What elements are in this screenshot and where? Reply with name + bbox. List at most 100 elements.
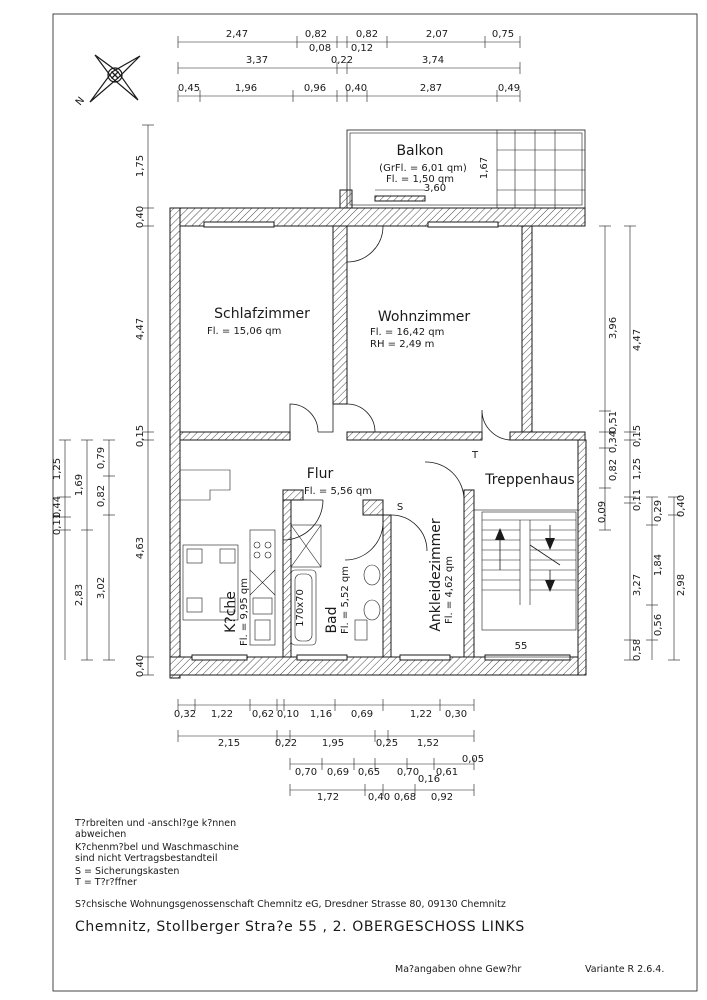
dim-top-9: 0,22: [331, 55, 353, 66]
dim-right-9: 0,11: [632, 489, 643, 511]
dim-right-12: 0,29: [653, 500, 664, 522]
dim-bottom-5: 1,16: [310, 709, 332, 720]
dim-top-4: 2,07: [426, 29, 448, 40]
dim-right-13: 1,84: [653, 554, 664, 576]
dim-bottom-7: 1,22: [410, 709, 432, 720]
notes: T?rbreiten und -anschl?ge k?nnen abweich…: [74, 818, 239, 888]
dim-right-2: 0,51: [608, 411, 619, 433]
dim-top-15: 2,87: [420, 83, 442, 94]
variant-label: Variante R 2.6.4.: [585, 964, 664, 975]
bath-fixtures: 170x70 S: [290, 502, 403, 646]
dim-bottom-17: 0,65: [358, 767, 380, 778]
dim-top-3: 0,82: [356, 29, 378, 40]
dim-top-14: 0,40: [345, 83, 367, 94]
dim-right-6: 4,47: [632, 329, 643, 351]
dim-top-16: 0,49: [498, 83, 520, 94]
wohnzimmer-area: Fl. = 16,42 qm: [370, 327, 444, 338]
dim-bottom-2: 1,22: [211, 709, 233, 720]
dim-bottom-19: 0,61: [436, 767, 458, 778]
dim-top-13: 0,96: [304, 83, 326, 94]
kueche-area: Fl. = 9,95 qm: [239, 578, 250, 646]
dim-right-11: 0,58: [632, 639, 643, 661]
dim-bottom-16: 0,69: [327, 767, 349, 778]
note-line-2: abweichen: [75, 829, 126, 840]
note-line-4: sind nicht Vertragsbestandteil: [75, 853, 218, 864]
compass-north-label: N: [74, 95, 87, 108]
wohnzimmer-label: Wohnzimmer: [378, 309, 470, 325]
bad-label: Bad: [324, 606, 340, 633]
dim-bottom-1: 0,32: [174, 709, 196, 720]
dim-top-11: 0,45: [178, 83, 200, 94]
company-line: S?chsische Wohnungsgenossenschaft Chemni…: [75, 899, 506, 910]
dim-left-6: 0,40: [135, 655, 146, 677]
dim-bottom-15: 0,70: [295, 767, 317, 778]
dim-left-14: 3,02: [96, 577, 107, 599]
dim-bottom-23: 0,68: [394, 792, 416, 803]
dim-right-4: 0,82: [608, 459, 619, 481]
dim-left-3: 4,47: [135, 318, 146, 340]
balkon-width: 3,60: [424, 183, 446, 194]
dimensions-bottom: 0,32 1,22 0,62 0,10 1,16 0,69 1,22 0,30 …: [174, 699, 484, 803]
dim-bottom-22: 0,40: [368, 792, 390, 803]
dim-right-16: 2,98: [676, 574, 687, 596]
dim-right-14: 0,56: [653, 614, 664, 636]
disclaimer: Ma?angaben ohne Gew?hr: [395, 964, 521, 975]
dimensions-right: 3,96 0,51 0,34 0,82 0,09 4,47 0,15 1,25 …: [597, 225, 687, 661]
flur-label: Flur: [307, 466, 334, 482]
flur-area: Fl. = 5,56 qm: [304, 486, 372, 497]
dim-top-5: 0,75: [492, 29, 514, 40]
dim-right-3: 0,34: [608, 431, 619, 453]
dim-bottom-12: 0,25: [376, 738, 398, 749]
compass-icon: N: [74, 54, 141, 108]
dim-right-10: 3,27: [632, 574, 643, 596]
dim-bottom-4: 0,10: [277, 709, 299, 720]
ankleidezimmer-area: Fl. = 4,62 qm: [444, 556, 455, 624]
dim-right-5: 0,09: [597, 501, 608, 523]
schlafzimmer-label: Schlafzimmer: [214, 306, 310, 322]
dim-bottom-24: 0,92: [431, 792, 453, 803]
dim-bottom-3: 0,62: [252, 709, 274, 720]
dim-bottom-9: 2,15: [218, 738, 240, 749]
dim-right-7: 0,15: [632, 425, 643, 447]
dim-left-5: 4,63: [135, 537, 146, 559]
dim-top-10: 3,74: [422, 55, 444, 66]
note-line-5: S = Sicherungskasten: [75, 866, 179, 877]
page-frame: [52, 13, 698, 992]
kueche-label: K?che: [223, 591, 239, 633]
dim-right-8: 1,25: [632, 458, 643, 480]
tub-size-label: 170x70: [295, 589, 306, 627]
dim-right-15: 0,40: [676, 495, 687, 517]
dim-bottom-8: 0,30: [445, 709, 467, 720]
ankleidezimmer-label: Ankleidezimmer: [428, 518, 444, 632]
dim-left-4: 0,15: [135, 425, 146, 447]
address-title: Chemnitz, Stollberger Stra?e 55 , 2. OBE…: [75, 919, 525, 935]
dim-left-1: 1,75: [135, 155, 146, 177]
kitchen-furniture: [180, 469, 276, 646]
dim-bottom-6: 0,69: [351, 709, 373, 720]
dim-top-2: 0,82: [305, 29, 327, 40]
wohnzimmer-height: RH = 2,49 m: [370, 339, 434, 350]
dim-left-11: 2,83: [74, 584, 85, 606]
balkon-fl: Fl. = 1,50 qm: [386, 174, 454, 185]
balkon-depth: 1,67: [479, 157, 490, 179]
bad-area: Fl. = 5,52 qm: [340, 566, 351, 634]
dim-bottom-18: 0,70: [397, 767, 419, 778]
dim-bottom-14: 0,05: [462, 754, 484, 765]
balcony: Balkon (GrFl. = 6,01 qm) Fl. = 1,50 qm 3…: [346, 129, 586, 209]
balkon-grfl: (GrFl. = 6,01 qm): [379, 163, 467, 174]
dim-left-8: 0,44: [52, 496, 63, 518]
dim-bottom-11: 1,95: [322, 738, 344, 749]
dim-top-8: 3,37: [246, 55, 268, 66]
stairwell: 55 T: [471, 450, 579, 658]
dim-bottom-10: 0,22: [275, 738, 297, 749]
dim-top-7: 0,12: [351, 43, 373, 54]
dim-left-12: 0,79: [96, 447, 107, 469]
dim-left-9: 0,11: [52, 513, 63, 535]
dim-top-6: 0,08: [309, 43, 331, 54]
note-line-1: T?rbreiten und -anschl?ge k?nnen: [74, 818, 236, 829]
dim-top-12: 1,96: [235, 83, 257, 94]
dim-top-1: 2,47: [226, 29, 248, 40]
dim-bottom-20: 0,16: [418, 774, 440, 785]
dim-left-7: 1,25: [52, 458, 63, 480]
